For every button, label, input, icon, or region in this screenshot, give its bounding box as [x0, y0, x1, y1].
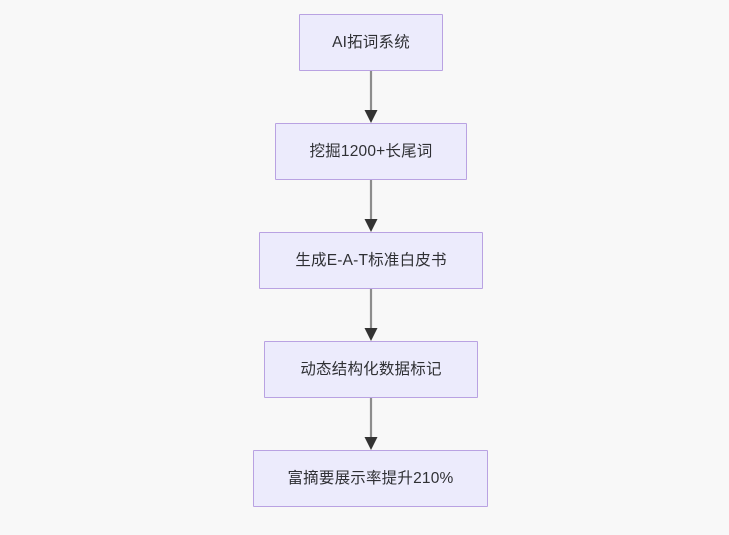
- node-label: 动态结构化数据标记: [300, 360, 442, 378]
- node-label: 生成E-A-T标准白皮书: [295, 251, 447, 269]
- arrowhead-icon: [364, 110, 378, 123]
- flowchart-node-eat-whitepaper[interactable]: 生成E-A-T标准白皮书: [259, 232, 483, 289]
- edge-n1-n2: [364, 71, 378, 123]
- edge-n3-n4: [364, 289, 378, 341]
- arrowhead-icon: [364, 328, 378, 341]
- edge-n4-n5: [364, 398, 378, 450]
- arrowhead-icon: [364, 437, 378, 450]
- node-label: 挖掘1200+长尾词: [309, 142, 433, 160]
- flowchart-node-structured-data-markup[interactable]: 动态结构化数据标记: [264, 341, 478, 398]
- edge-n2-n3: [364, 180, 378, 232]
- arrowhead-icon: [364, 219, 378, 232]
- flowchart-node-rich-snippet-result[interactable]: 富摘要展示率提升210%: [253, 450, 488, 507]
- flowchart-node-ai-keyword-system[interactable]: AI拓词系统: [299, 14, 443, 71]
- flowchart-node-longtail-mining[interactable]: 挖掘1200+长尾词: [275, 123, 467, 180]
- node-label: 富摘要展示率提升210%: [287, 469, 454, 487]
- node-label: AI拓词系统: [332, 33, 410, 51]
